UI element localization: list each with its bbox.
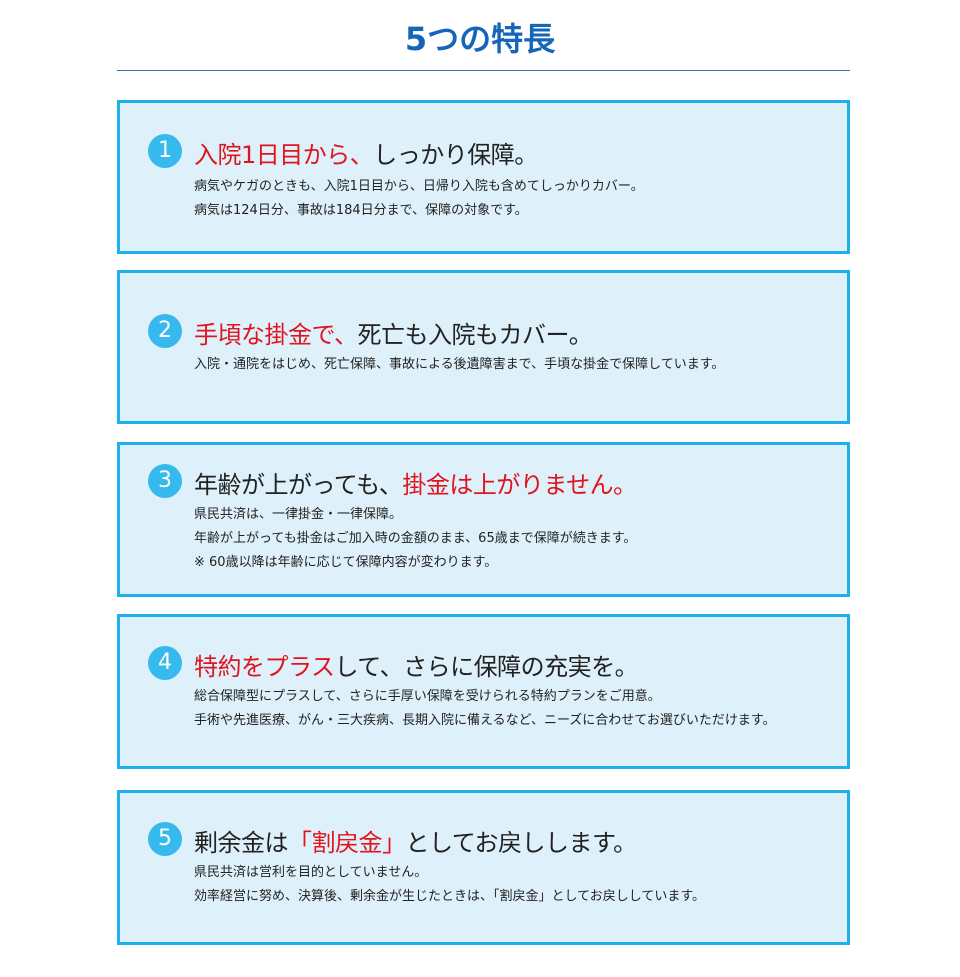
feature-description: 総合保障型にプラスして、さらに手厚い保障を受けられる特約プランをご用意。手術や先… <box>194 685 776 733</box>
description-line: ※ 60歳以降は年齢に応じて保障内容が変わります。 <box>194 555 498 570</box>
description-line: 手術や先進医療、がん・三大疾病、長期入院に備えるなど、ニーズに合わせてお選びいた… <box>194 713 776 728</box>
heading-highlight: 「割戻金」 <box>288 829 406 857</box>
feature-description: 県民共済は、一律掛金・一律保障。年齢が上がっても掛金はご加入時の金額のまま、65… <box>194 503 636 575</box>
heading-highlight: 手頃な掛金で、 <box>194 321 358 349</box>
feature-number-badge: 5 <box>148 822 182 856</box>
heading-text: としてお戻しします。 <box>405 829 638 857</box>
feature-description: 入院・通院をはじめ、死亡保障、事故による後遺障害まで、手頃な掛金で保障しています… <box>194 353 724 377</box>
description-line: 県民共済は、一律掛金・一律保障。 <box>194 507 403 522</box>
description-line: 年齢が上がっても掛金はご加入時の金額のまま、65歳まで保障が続きます。 <box>194 531 637 546</box>
heading-highlight: 入院1日目から、 <box>194 141 374 169</box>
feature-heading: 入院1日目から、しっかり保障。 <box>194 135 538 170</box>
title-divider <box>117 70 850 71</box>
description-line: 総合保障型にプラスして、さらに手厚い保障を受けられる特約プランをご用意。 <box>194 689 661 704</box>
heading-text: 年齢が上がっても、 <box>194 471 403 499</box>
feature-heading: 年齢が上がっても、掛金は上がりません。 <box>194 465 637 500</box>
page-title: 5つの特長 <box>404 20 556 58</box>
description-line: 病気は124日分、事故は184日分まで、保障の対象です。 <box>194 203 528 218</box>
heading-text: して、さらに保障の充実を。 <box>334 653 639 681</box>
feature-number-badge: 3 <box>148 464 182 498</box>
feature-description: 病気やケガのときも、入院1日目から、日帰り入院も含めてしっかりカバー。病気は12… <box>194 175 644 223</box>
feature-heading: 特約をプラスして、さらに保障の充実を。 <box>194 647 639 682</box>
feature-number-badge: 2 <box>148 314 182 348</box>
feature-box-1: 1 入院1日目から、しっかり保障。病気やケガのときも、入院1日目から、日帰り入院も… <box>117 100 850 254</box>
feature-description: 県民共済は営利を目的としていません。効率経営に努め、決算後、剰余金が生じたときは… <box>194 861 705 909</box>
description-line: 入院・通院をはじめ、死亡保障、事故による後遺障害まで、手頃な掛金で保障しています… <box>194 357 725 372</box>
feature-number-badge: 1 <box>148 134 182 168</box>
feature-heading: 剰余金は「割戻金」としてお戻しします。 <box>194 823 637 858</box>
feature-box-2: 2 手頃な掛金で、死亡も入院もカバー。入院・通院をはじめ、死亡保障、事故による後遺… <box>117 270 850 424</box>
heading-text: 死亡も入院もカバー。 <box>357 321 593 349</box>
feature-number-badge: 4 <box>148 646 182 680</box>
description-line: 病気やケガのときも、入院1日目から、日帰り入院も含めてしっかりカバー。 <box>194 179 644 194</box>
description-line: 県民共済は営利を目的としていません。 <box>194 865 428 880</box>
heading-text: 剰余金は <box>194 829 289 857</box>
heading-highlight: 特約をプラス <box>194 653 335 681</box>
description-line: 効率経営に努め、決算後、剰余金が生じたときは、「割戻金」としてお戻ししています。 <box>194 889 706 904</box>
heading-text: しっかり保障。 <box>373 141 538 169</box>
heading-highlight: 掛金は上がりません。 <box>402 471 637 499</box>
feature-box-5: 5 剰余金は「割戻金」としてお戻しします。県民共済は営利を目的としていません。効率… <box>117 790 850 945</box>
feature-heading: 手頃な掛金で、死亡も入院もカバー。 <box>194 315 593 350</box>
